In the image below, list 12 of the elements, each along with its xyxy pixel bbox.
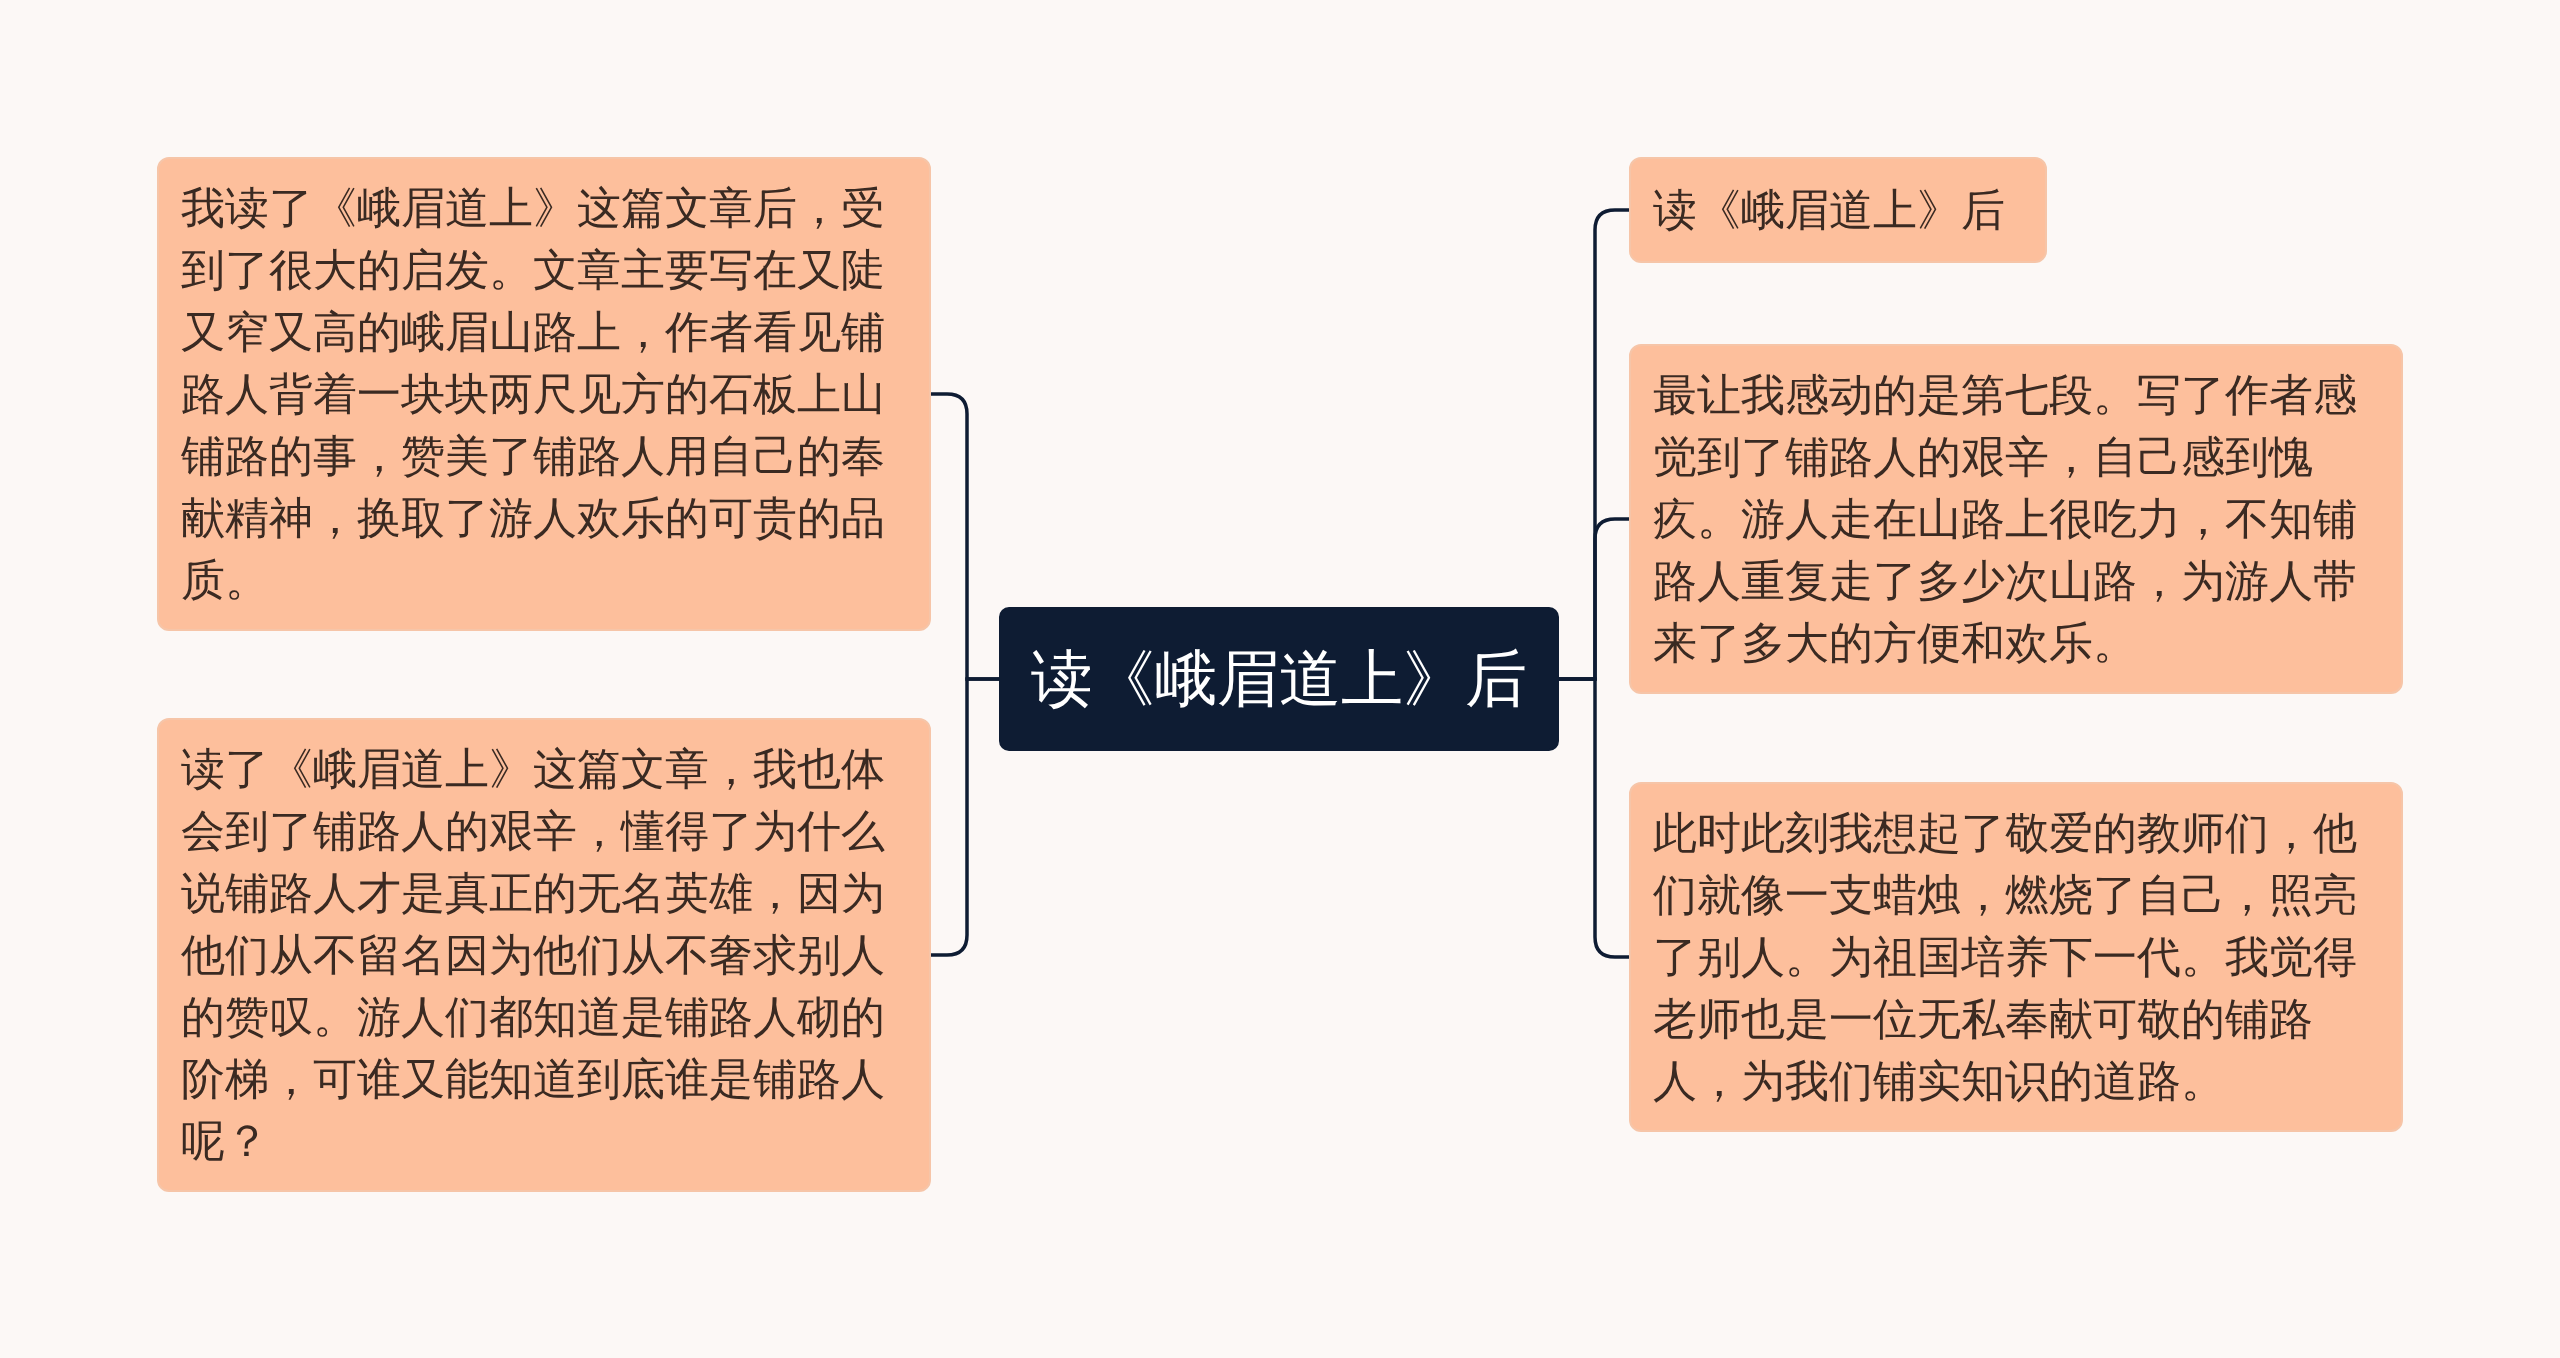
topic-text: 读《峨眉道上》后 — [1031, 640, 1527, 717]
central-topic — [999, 607, 1559, 751]
topic-text: 最让我感动的是第七段。写了作者感觉到了铺路人的艰辛，自己感到愧疚。游人走在山路上很吃力，不知铺路人重复走了多少次山路，为游人带来了多大的方便和欢乐。 — [1653, 368, 2358, 670]
topic-text: 读了《峨眉道上》这篇文章，我也体会到了铺路人的艰辛，懂得了为什么说铺路人才是真正的无名英雄，因为他们从不留名因为他们从不奢求别人的赞叹。游人们都知道是铺路人砌的阶梯，可谁又能知道到底谁是铺路人呢？ — [181, 742, 886, 1168]
topic-box — [157, 157, 931, 631]
topic-text: 我读了《峨眉道上》这篇文章后，受到了很大的启发。文章主要写在又陡又窄又高的峨眉山路上，作者看见铺路人背着一块块两尺见方的石板上山铺路的事，赞美了铺路人用自己的奉献精神，换取了游人欢乐的可贵的品质。 — [181, 181, 886, 607]
topic-box — [157, 718, 931, 1192]
topic-box — [1629, 344, 2403, 694]
topic-text: 此时此刻我想起了敬爱的教师们，他们就像一支蜡烛，燃烧了自己，照亮了别人。为祖国培养下一代。我觉得老师也是一位无私奉献可敬的铺路人，为我们铺实知识的道路。 — [1653, 806, 2358, 1108]
topic-text: 读《峨眉道上》后 — [1653, 183, 2005, 237]
topic-box — [1629, 782, 2403, 1132]
topic-box — [1629, 157, 2047, 263]
